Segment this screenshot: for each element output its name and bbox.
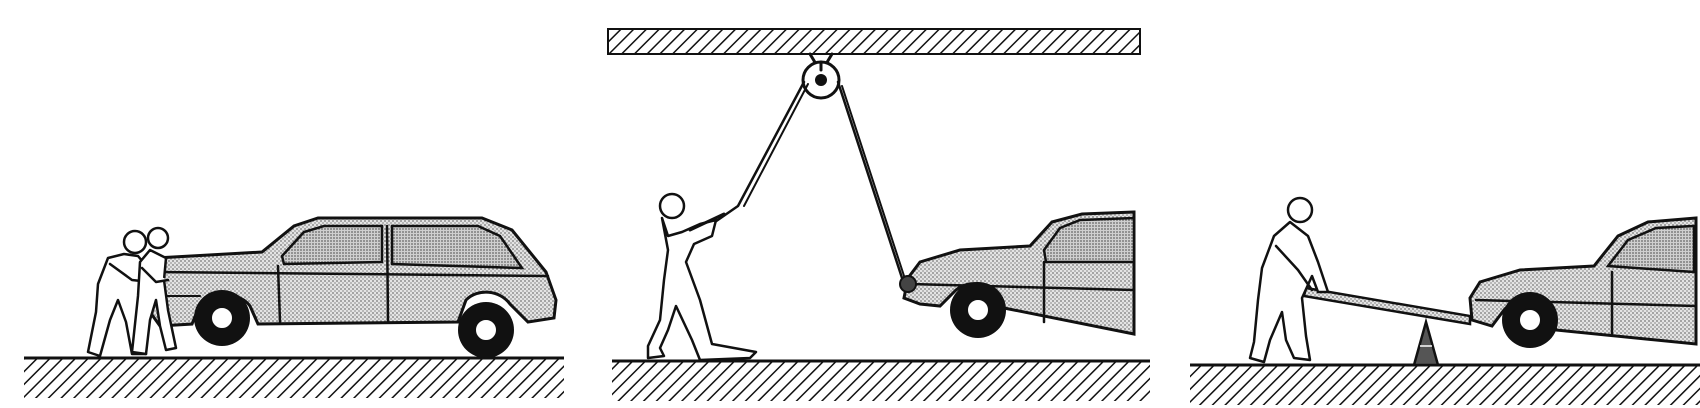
person-pusher-b xyxy=(130,226,178,356)
ceiling-beam xyxy=(607,28,1141,55)
pulley xyxy=(801,52,841,100)
rear-wheel xyxy=(458,302,514,358)
panel-push xyxy=(24,216,564,398)
person-puller xyxy=(646,192,758,362)
wheel-3 xyxy=(1502,292,1558,348)
ground-3 xyxy=(1190,363,1700,405)
fulcrum xyxy=(1412,317,1440,367)
panel-lever xyxy=(1190,196,1700,405)
car-rear-lifted xyxy=(1468,216,1698,348)
panel-pulley xyxy=(607,28,1150,401)
front-wheel xyxy=(194,290,250,346)
car-lifted-front xyxy=(899,210,1136,338)
rope xyxy=(710,80,907,286)
ground-1 xyxy=(24,356,564,398)
ground-2 xyxy=(612,359,1150,401)
car-hatchback xyxy=(148,216,558,358)
lever-bar xyxy=(1302,286,1472,326)
front-wheel-2 xyxy=(950,282,1006,338)
person-lever xyxy=(1248,196,1330,364)
